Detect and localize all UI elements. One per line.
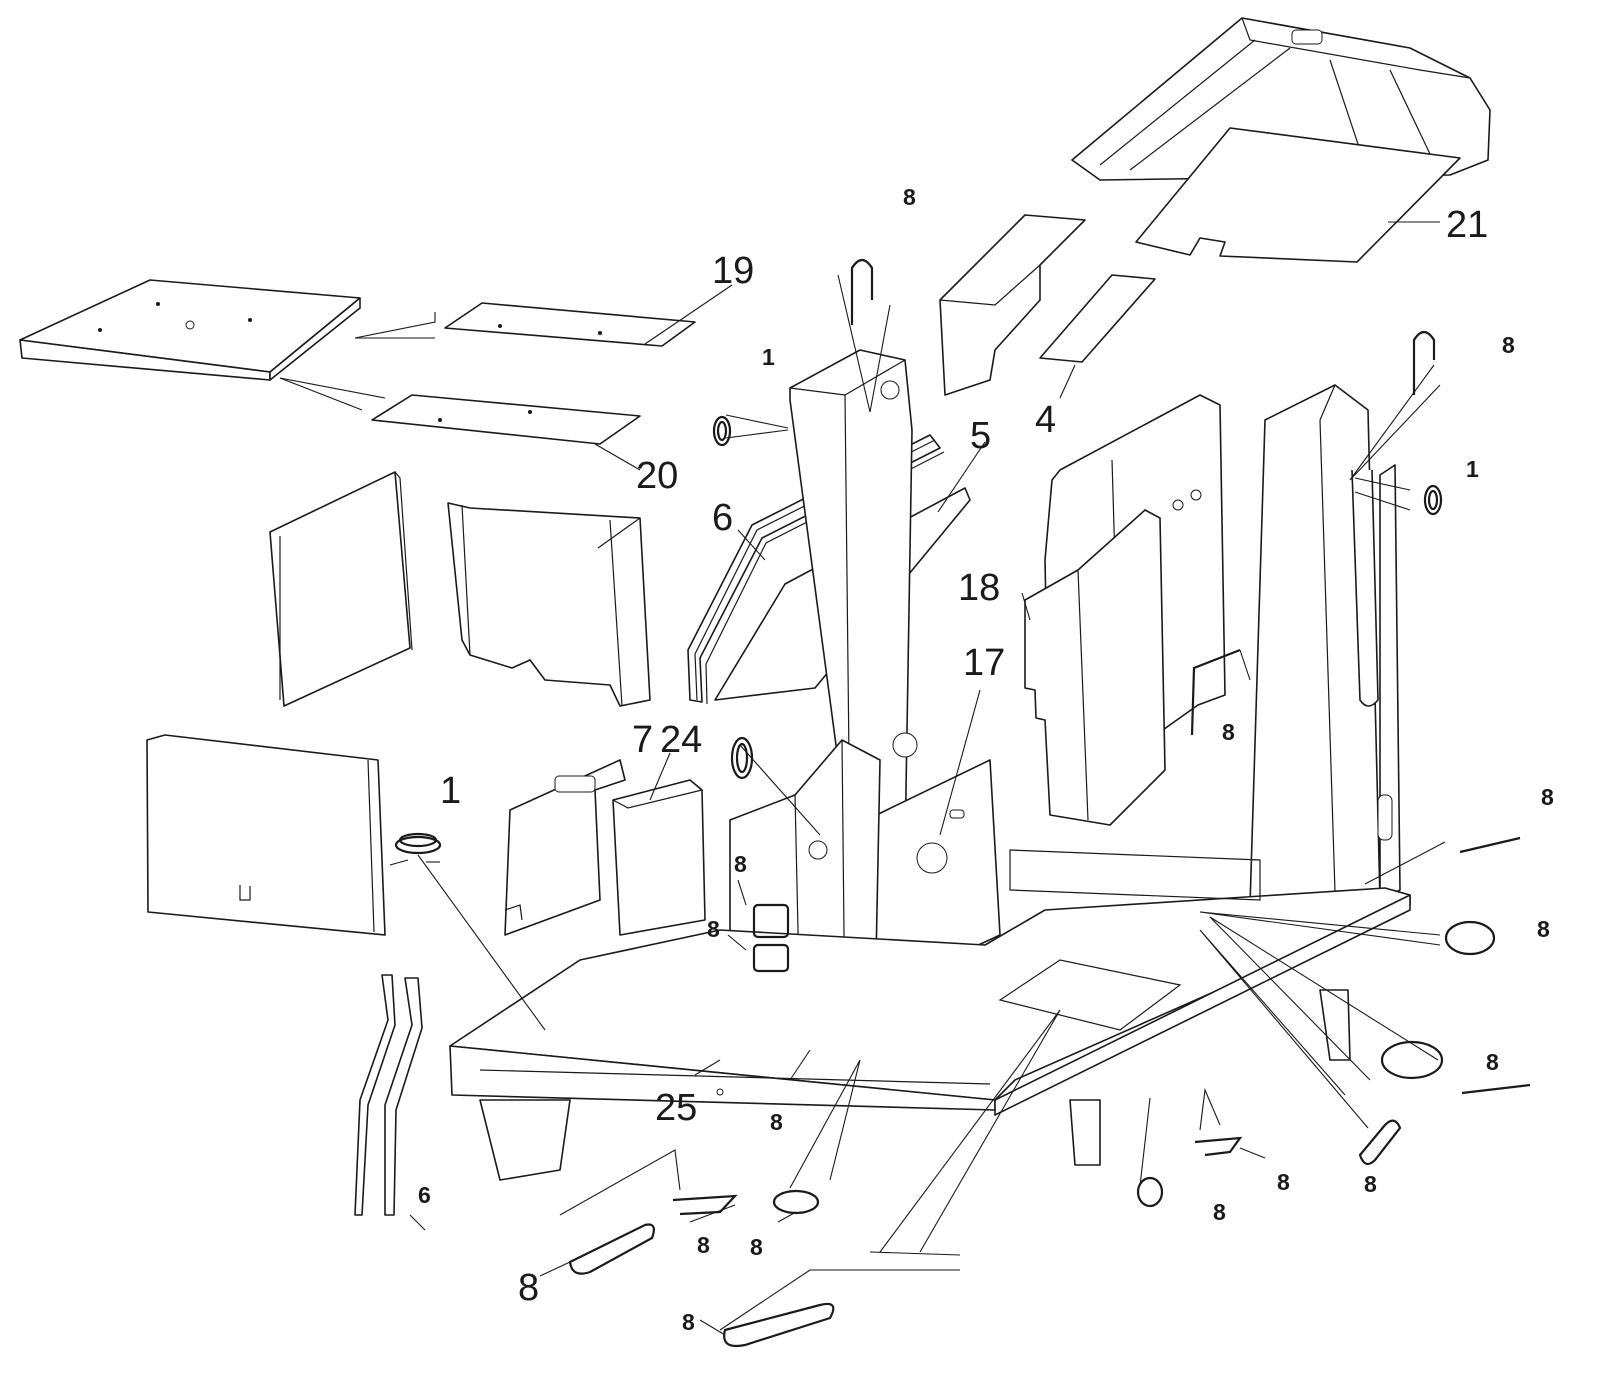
- label-25: 25: [655, 1087, 697, 1129]
- right-upright-post: [1249, 384, 1401, 906]
- label-8-k: 8: [707, 916, 720, 942]
- label-8-c: 8: [1222, 719, 1235, 745]
- label-8-e: 8: [1537, 916, 1550, 942]
- label-1-top: 1: [762, 344, 775, 370]
- label-18: 18: [958, 567, 1000, 609]
- side-panel-frame: [269, 471, 413, 707]
- label-7: 7: [632, 719, 653, 761]
- label-8-d: 8: [1541, 784, 1554, 810]
- label-8-h: 8: [1277, 1169, 1290, 1195]
- label-8-f: 8: [1486, 1049, 1499, 1075]
- insulation-panel-18: [1024, 509, 1166, 826]
- label-8-g: 8: [1364, 1171, 1377, 1197]
- center-upright-tower: [789, 349, 918, 851]
- label-8-i: 8: [1213, 1199, 1226, 1225]
- panel-7: [612, 779, 706, 936]
- label-8-bottom-left: 8: [518, 1267, 539, 1309]
- top-cover-plate: [19, 279, 361, 381]
- label-20: 20: [636, 455, 678, 497]
- top-bracket-panel: [939, 214, 1086, 396]
- label-8-j: 8: [734, 851, 747, 877]
- label-21: 21: [1446, 204, 1488, 246]
- label-17: 17: [963, 642, 1005, 684]
- label-8-l: 8: [770, 1109, 783, 1135]
- label-8-n: 8: [750, 1234, 763, 1260]
- base-frame: [449, 849, 1411, 1181]
- seal-parts: [354, 258, 1531, 1348]
- hood-insulation-pad-21: [1135, 127, 1461, 263]
- part-labels: 21 19 20 4 5 6 18 17 7 24 25 1 8 6 1 1 8…: [418, 184, 1554, 1335]
- label-4: 4: [1035, 399, 1056, 441]
- label-6-top: 6: [712, 497, 733, 539]
- label-24: 24: [660, 719, 702, 761]
- label-8-m: 8: [697, 1232, 710, 1258]
- bracket-with-handle: [504, 759, 626, 936]
- label-6-bottom: 6: [418, 1182, 431, 1208]
- label-1-right: 1: [1466, 456, 1479, 482]
- label-5: 5: [970, 415, 991, 457]
- leader-lines: [389, 221, 1446, 1336]
- label-19: 19: [712, 250, 754, 292]
- lower-side-panel: [146, 734, 386, 936]
- rear-panel-box: [447, 502, 651, 707]
- insulation-strip-4: [1039, 274, 1156, 363]
- insulation-pad-20: [371, 394, 641, 445]
- label-8-a: 8: [903, 184, 916, 210]
- label-1-left: 1: [440, 770, 461, 812]
- label-8-o: 8: [682, 1309, 695, 1335]
- insulation-pad-19: [444, 302, 696, 347]
- label-8-b: 8: [1502, 332, 1515, 358]
